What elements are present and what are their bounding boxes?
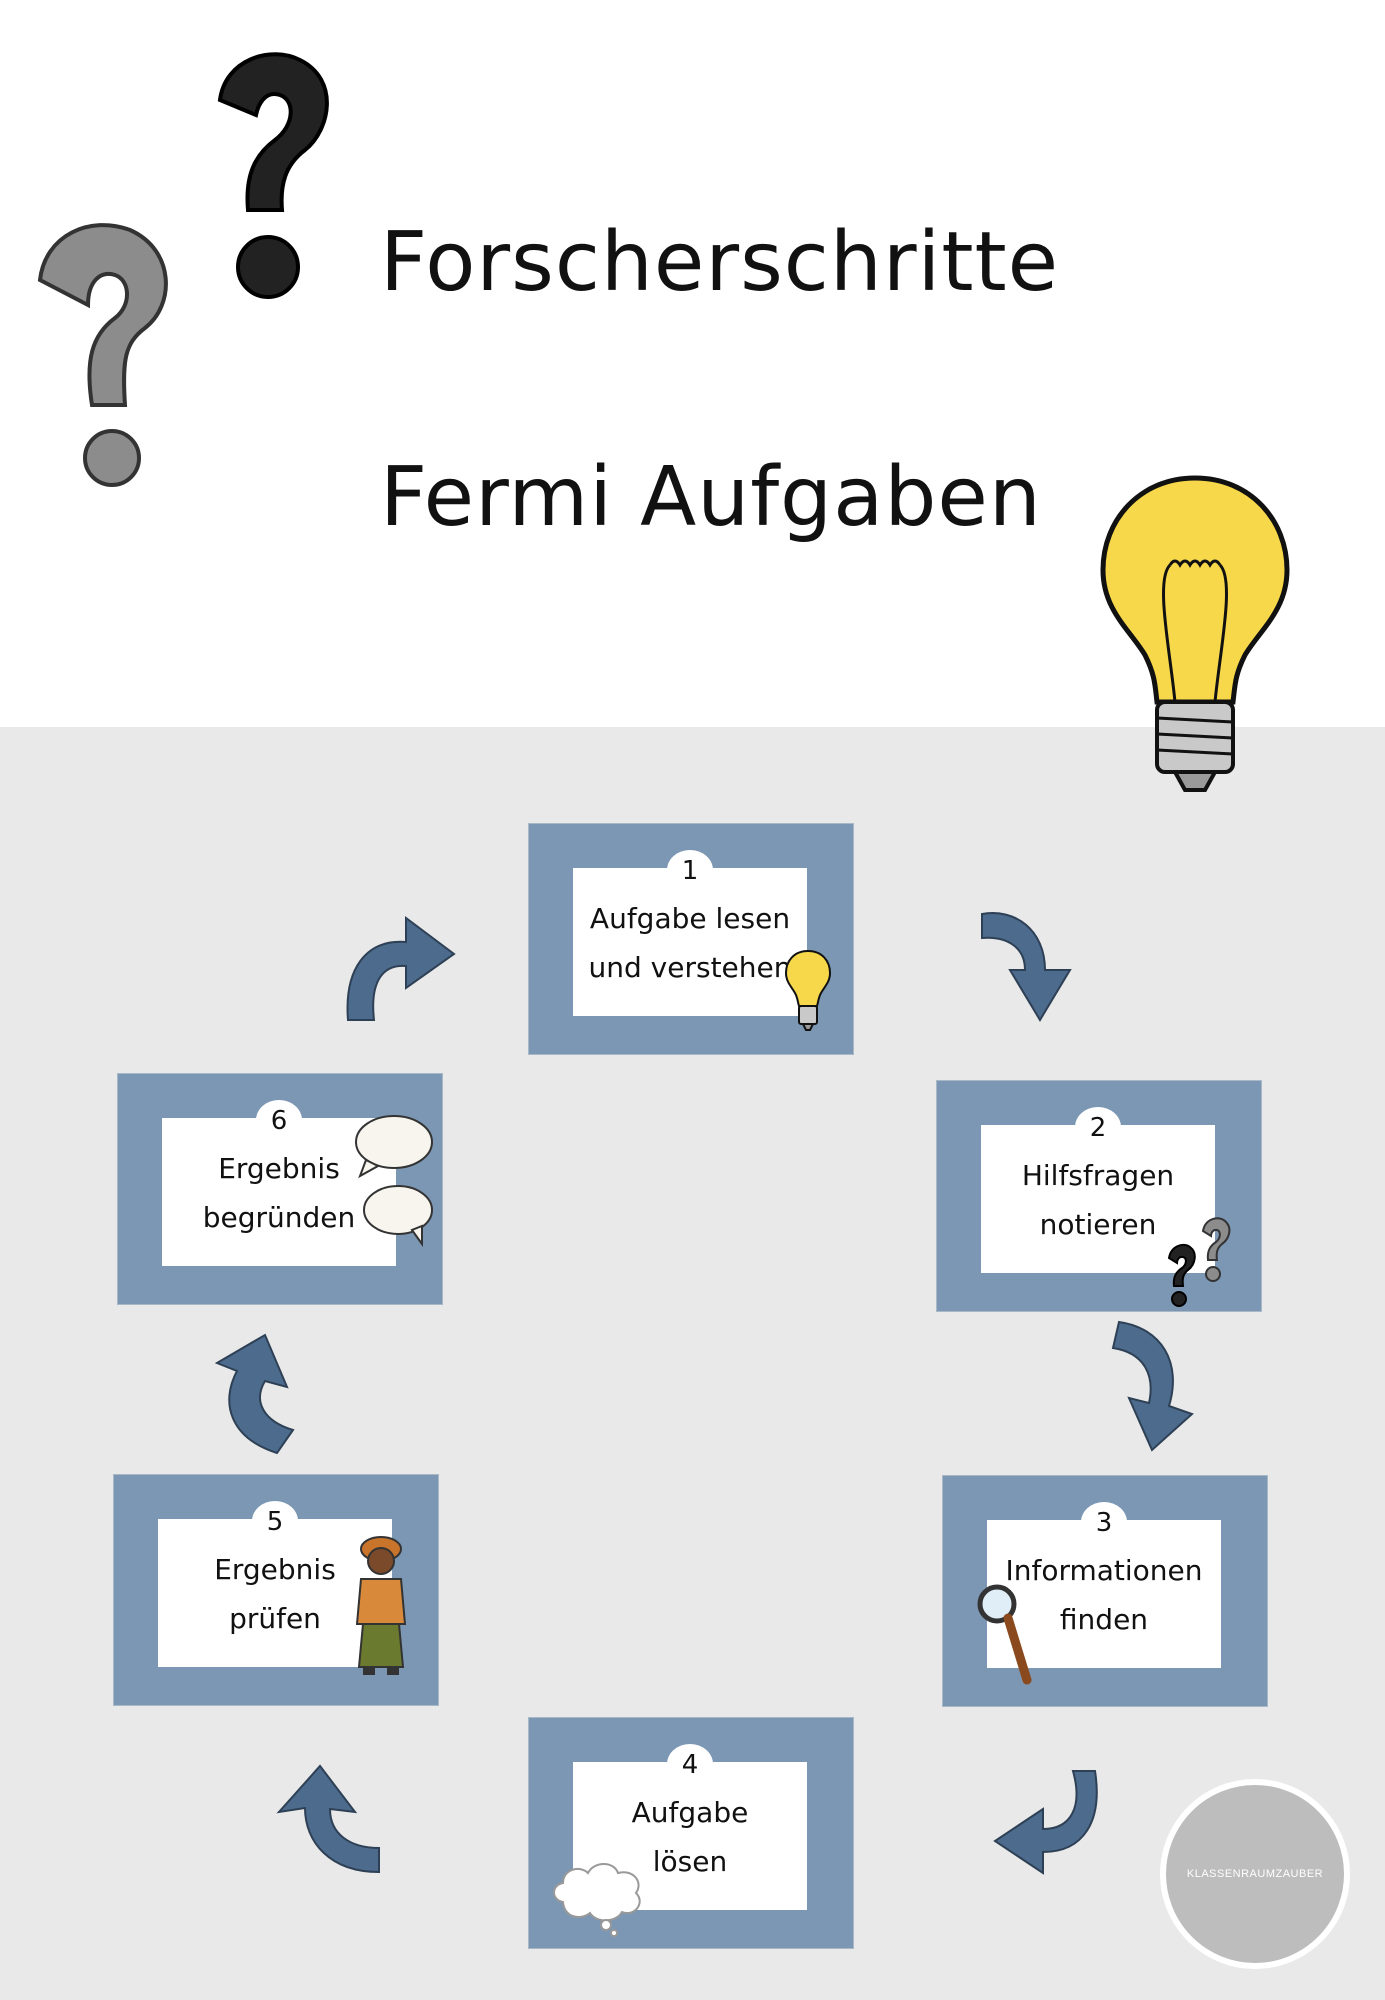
step-number: 4 bbox=[667, 1744, 713, 1784]
step-card-inner: 1 Aufgabe lesen und verstehen bbox=[573, 850, 832, 1031]
question-marks-icon bbox=[1167, 1217, 1231, 1307]
curved-arrow-icon bbox=[276, 1764, 380, 1874]
thought-cloud-icon bbox=[553, 1863, 641, 1937]
title-line-1: Forscherschritte bbox=[380, 215, 1060, 310]
step-label: Aufgabe lesen und verstehen bbox=[588, 902, 792, 984]
step-card-inner: 5 Ergebnis prüfen bbox=[158, 1501, 407, 1675]
step-number: 1 bbox=[667, 850, 713, 890]
black-question-mark-icon bbox=[217, 52, 329, 299]
step-label: Ergebnis begründen bbox=[202, 1152, 356, 1234]
step-number: 6 bbox=[256, 1100, 302, 1140]
gray-question-mark-icon bbox=[37, 223, 168, 487]
step-label: Ergebnis prüfen bbox=[214, 1553, 336, 1635]
brand-logo: KLASSENRAUMZAUBER bbox=[1160, 1779, 1350, 1969]
step-card-inner: 2 Hilfsfragen notieren bbox=[981, 1107, 1231, 1307]
step-card-4: 4 Aufgabe lösen bbox=[528, 1717, 854, 1949]
step-label: Hilfsfragen notieren bbox=[1021, 1159, 1175, 1241]
magnifier-icon bbox=[977, 1584, 1032, 1685]
step-card-6: 6 Ergebnis begründen bbox=[117, 1073, 443, 1305]
step-card-5: 5 Ergebnis prüfen bbox=[113, 1474, 439, 1706]
logo-text: KLASSENRAUMZAUBER bbox=[1186, 1868, 1324, 1880]
detective-icon bbox=[355, 1536, 407, 1675]
step-card-inner: 6 Ergebnis begründen bbox=[162, 1100, 433, 1266]
step-number: 3 bbox=[1081, 1502, 1127, 1542]
light-bulb-icon bbox=[784, 949, 832, 1031]
step-number: 2 bbox=[1075, 1107, 1121, 1147]
step-label: Informationen finden bbox=[1005, 1554, 1203, 1636]
title-line-2: Fermi Aufgaben bbox=[380, 450, 1042, 545]
step-label: Aufgabe lösen bbox=[631, 1796, 749, 1878]
speech-bubbles-icon bbox=[355, 1115, 433, 1248]
curved-arrow-icon bbox=[993, 1770, 1098, 1875]
curved-arrow-icon bbox=[215, 1333, 295, 1455]
step-card-inner: 3 Informationen finden bbox=[977, 1502, 1221, 1685]
curved-arrow-icon bbox=[346, 916, 456, 1021]
step-card-1: 1 Aufgabe lesen und verstehen bbox=[528, 823, 854, 1055]
step-card-2: 2 Hilfsfragen notieren bbox=[936, 1080, 1262, 1312]
step-card-3: 3 Informationen finden bbox=[942, 1475, 1268, 1707]
step-card-inner: 4 Aufgabe lösen bbox=[553, 1744, 807, 1937]
curved-arrow-icon bbox=[1111, 1320, 1194, 1452]
step-number: 5 bbox=[252, 1501, 298, 1541]
curved-arrow-icon bbox=[981, 912, 1072, 1022]
light-bulb-icon bbox=[1100, 475, 1290, 792]
